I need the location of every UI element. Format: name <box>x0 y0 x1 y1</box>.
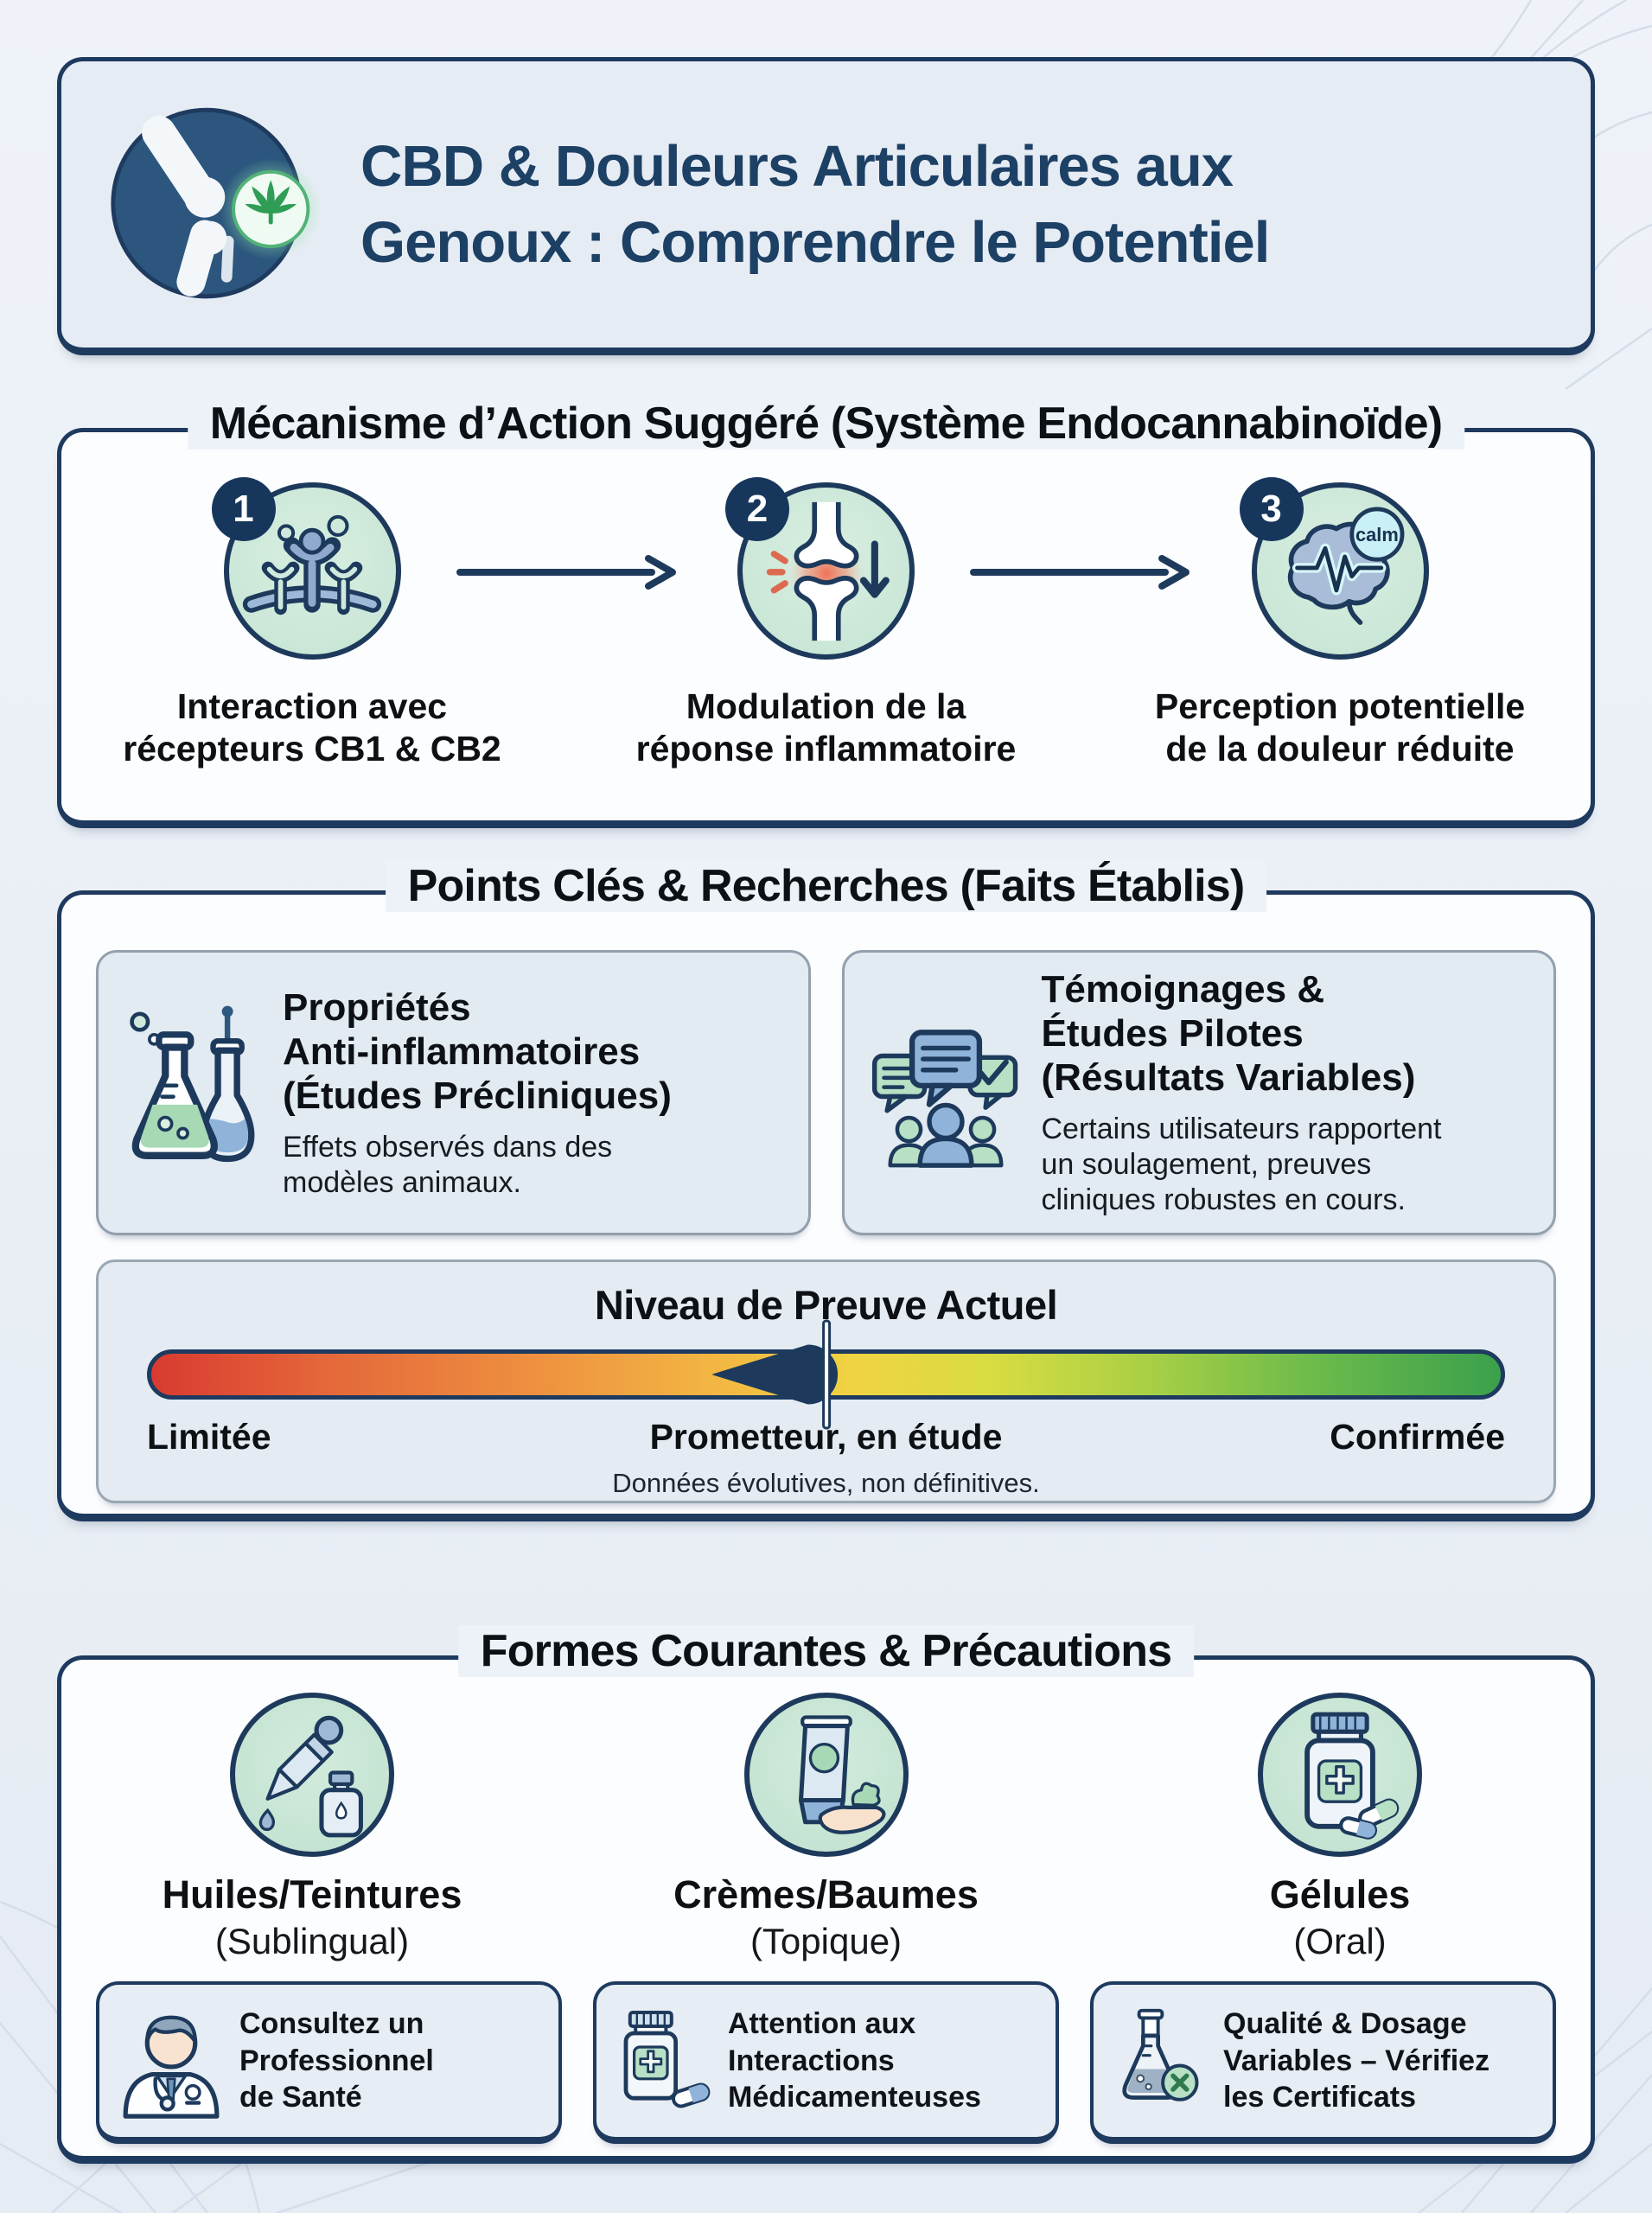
mechanism-step-1: 1 <box>96 477 528 770</box>
card-heading: Témoignages & Études Pilotes (Résultats … <box>1041 968 1416 1100</box>
form-name: Crèmes/Baumes <box>673 1872 979 1916</box>
form-route: (Topique) <box>749 1921 903 1961</box>
header-banner: CBD & Douleurs Articulaires aux Genoux :… <box>57 57 1595 355</box>
step-number-badge: 1 <box>211 477 276 541</box>
lab-flasks-icon <box>130 1005 255 1162</box>
testimonials-people-icon <box>871 1030 1017 1168</box>
key-points-cards-row: Propriétés Anti-inflammatoires (Études P… <box>61 895 1591 1235</box>
card-text: Propriétés Anti-inflammatoires (Études P… <box>283 985 672 1201</box>
caution-text: Consultez un Professionnel de Santé <box>239 2007 434 2114</box>
evidence-marker <box>705 1319 852 1430</box>
calm-brain-icon: calm <box>1287 507 1405 625</box>
caution-text: Qualité & Dosage Variables – Vérifiez le… <box>1223 2007 1490 2114</box>
drug-interactions-icon <box>623 2011 711 2108</box>
form-route: (Oral) <box>1293 1921 1387 1961</box>
caution-text: Attention aux Interactions Médicamenteus… <box>728 2007 981 2114</box>
cannabis-leaf-icon <box>245 180 297 225</box>
step-caption: Perception potentielle de la douleur réd… <box>1154 686 1526 769</box>
flow-arrow-icon <box>456 555 676 590</box>
caution-consult-doctor: Consultez un Professionnel de Santé <box>96 1981 562 2144</box>
card-body: Certains utilisateurs rapportent un soul… <box>1041 1113 1442 1216</box>
mechanism-step-2: 2 <box>610 477 1043 770</box>
mechanism-step-3: 3 calm Perception potentielle <box>1124 477 1556 770</box>
evidence-meter-note: Données évolutives, non définitives. <box>612 1468 1040 1498</box>
page-title-line-2: Genoux : Comprendre le Potentiel <box>360 209 1270 275</box>
section-forms-title: Formes Courantes & Précautions <box>457 1625 1195 1677</box>
cream-balm-hand-icon <box>798 1715 885 1834</box>
meter-label-right: Confirmée <box>1330 1417 1505 1457</box>
section-mechanism: Mécanisme d’Action Suggéré (Système Endo… <box>57 398 1595 828</box>
step-circle <box>223 482 401 660</box>
form-route: (Sublingual) <box>214 1921 410 1961</box>
oil-tincture-dropper-icon <box>258 1715 363 1838</box>
form-capsules: Gélules (Oral) <box>1124 1693 1556 1962</box>
form-circle <box>743 1693 909 1857</box>
flow-arrow-icon <box>970 555 1190 590</box>
card-body: Effets observés dans des modèles animaux… <box>283 1130 613 1199</box>
card-preclinical: Propriétés Anti-inflammatoires (Études P… <box>96 950 811 1235</box>
card-testimonials: Témoignages & Études Pilotes (Résultats … <box>841 950 1556 1235</box>
calm-badge-label: calm <box>1355 524 1399 545</box>
form-creams: Crèmes/Baumes (Topique) <box>610 1693 1043 1962</box>
form-oils: Huiles/Teintures (Sublingual) <box>96 1693 528 1962</box>
page-title: CBD & Douleurs Articulaires aux Genoux :… <box>360 129 1270 279</box>
card-text: Témoignages & Études Pilotes (Résultats … <box>1042 967 1442 1217</box>
meter-label-left: Limitée <box>147 1417 271 1457</box>
knee-joint-cannabis-logo <box>111 107 322 299</box>
form-name: Huiles/Teintures <box>162 1872 462 1916</box>
form-name: Gélules <box>1269 1872 1411 1916</box>
evidence-marker-icon <box>711 1319 838 1430</box>
cautions-row: Consultez un Professionnel de Santé <box>96 1981 1556 2144</box>
section-key-points: Points Clés & Recherches (Faits Établis) <box>57 860 1595 1521</box>
step-circle <box>737 482 915 660</box>
evidence-meter-bar <box>147 1319 1505 1430</box>
inflamed-joint-icon <box>766 501 890 641</box>
section-key-points-title: Points Clés & Recherches (Faits Établis) <box>385 860 1267 912</box>
mechanism-steps-row: 1 <box>61 432 1591 770</box>
forms-row: Huiles/Teintures (Sublingual) Crèmes/Bau… <box>61 1660 1591 1962</box>
section-forms: Formes Courantes & Précautions <box>57 1625 1595 2164</box>
form-circle <box>1258 1693 1422 1857</box>
card-heading: Propriétés Anti-inflammatoires (Études P… <box>283 985 672 1117</box>
page-title-line-1: CBD & Douleurs Articulaires aux <box>360 134 1234 200</box>
cb-receptors-icon <box>242 514 382 615</box>
form-circle <box>230 1693 394 1857</box>
capsules-bottle-icon <box>1304 1712 1400 1840</box>
caution-quality-certificates: Qualité & Dosage Variables – Vérifiez le… <box>1090 1981 1556 2144</box>
section-mechanism-title: Mécanisme d’Action Suggéré (Système Endo… <box>187 398 1465 450</box>
step-number-badge: 3 <box>1239 477 1304 541</box>
doctor-icon <box>123 2015 220 2119</box>
step-caption: Modulation de la réponse inflammatoire <box>635 686 1017 769</box>
step-circle: calm <box>1251 482 1429 660</box>
quality-flask-icon <box>1122 2008 1199 2101</box>
evidence-meter-card: Niveau de Preuve Actuel Limitée Promette… <box>96 1260 1556 1503</box>
step-number-badge: 2 <box>725 477 789 541</box>
caution-drug-interactions: Attention aux Interactions Médicamenteus… <box>593 1981 1059 2144</box>
step-caption: Interaction avec récepteurs CB1 & CB2 <box>123 686 501 769</box>
